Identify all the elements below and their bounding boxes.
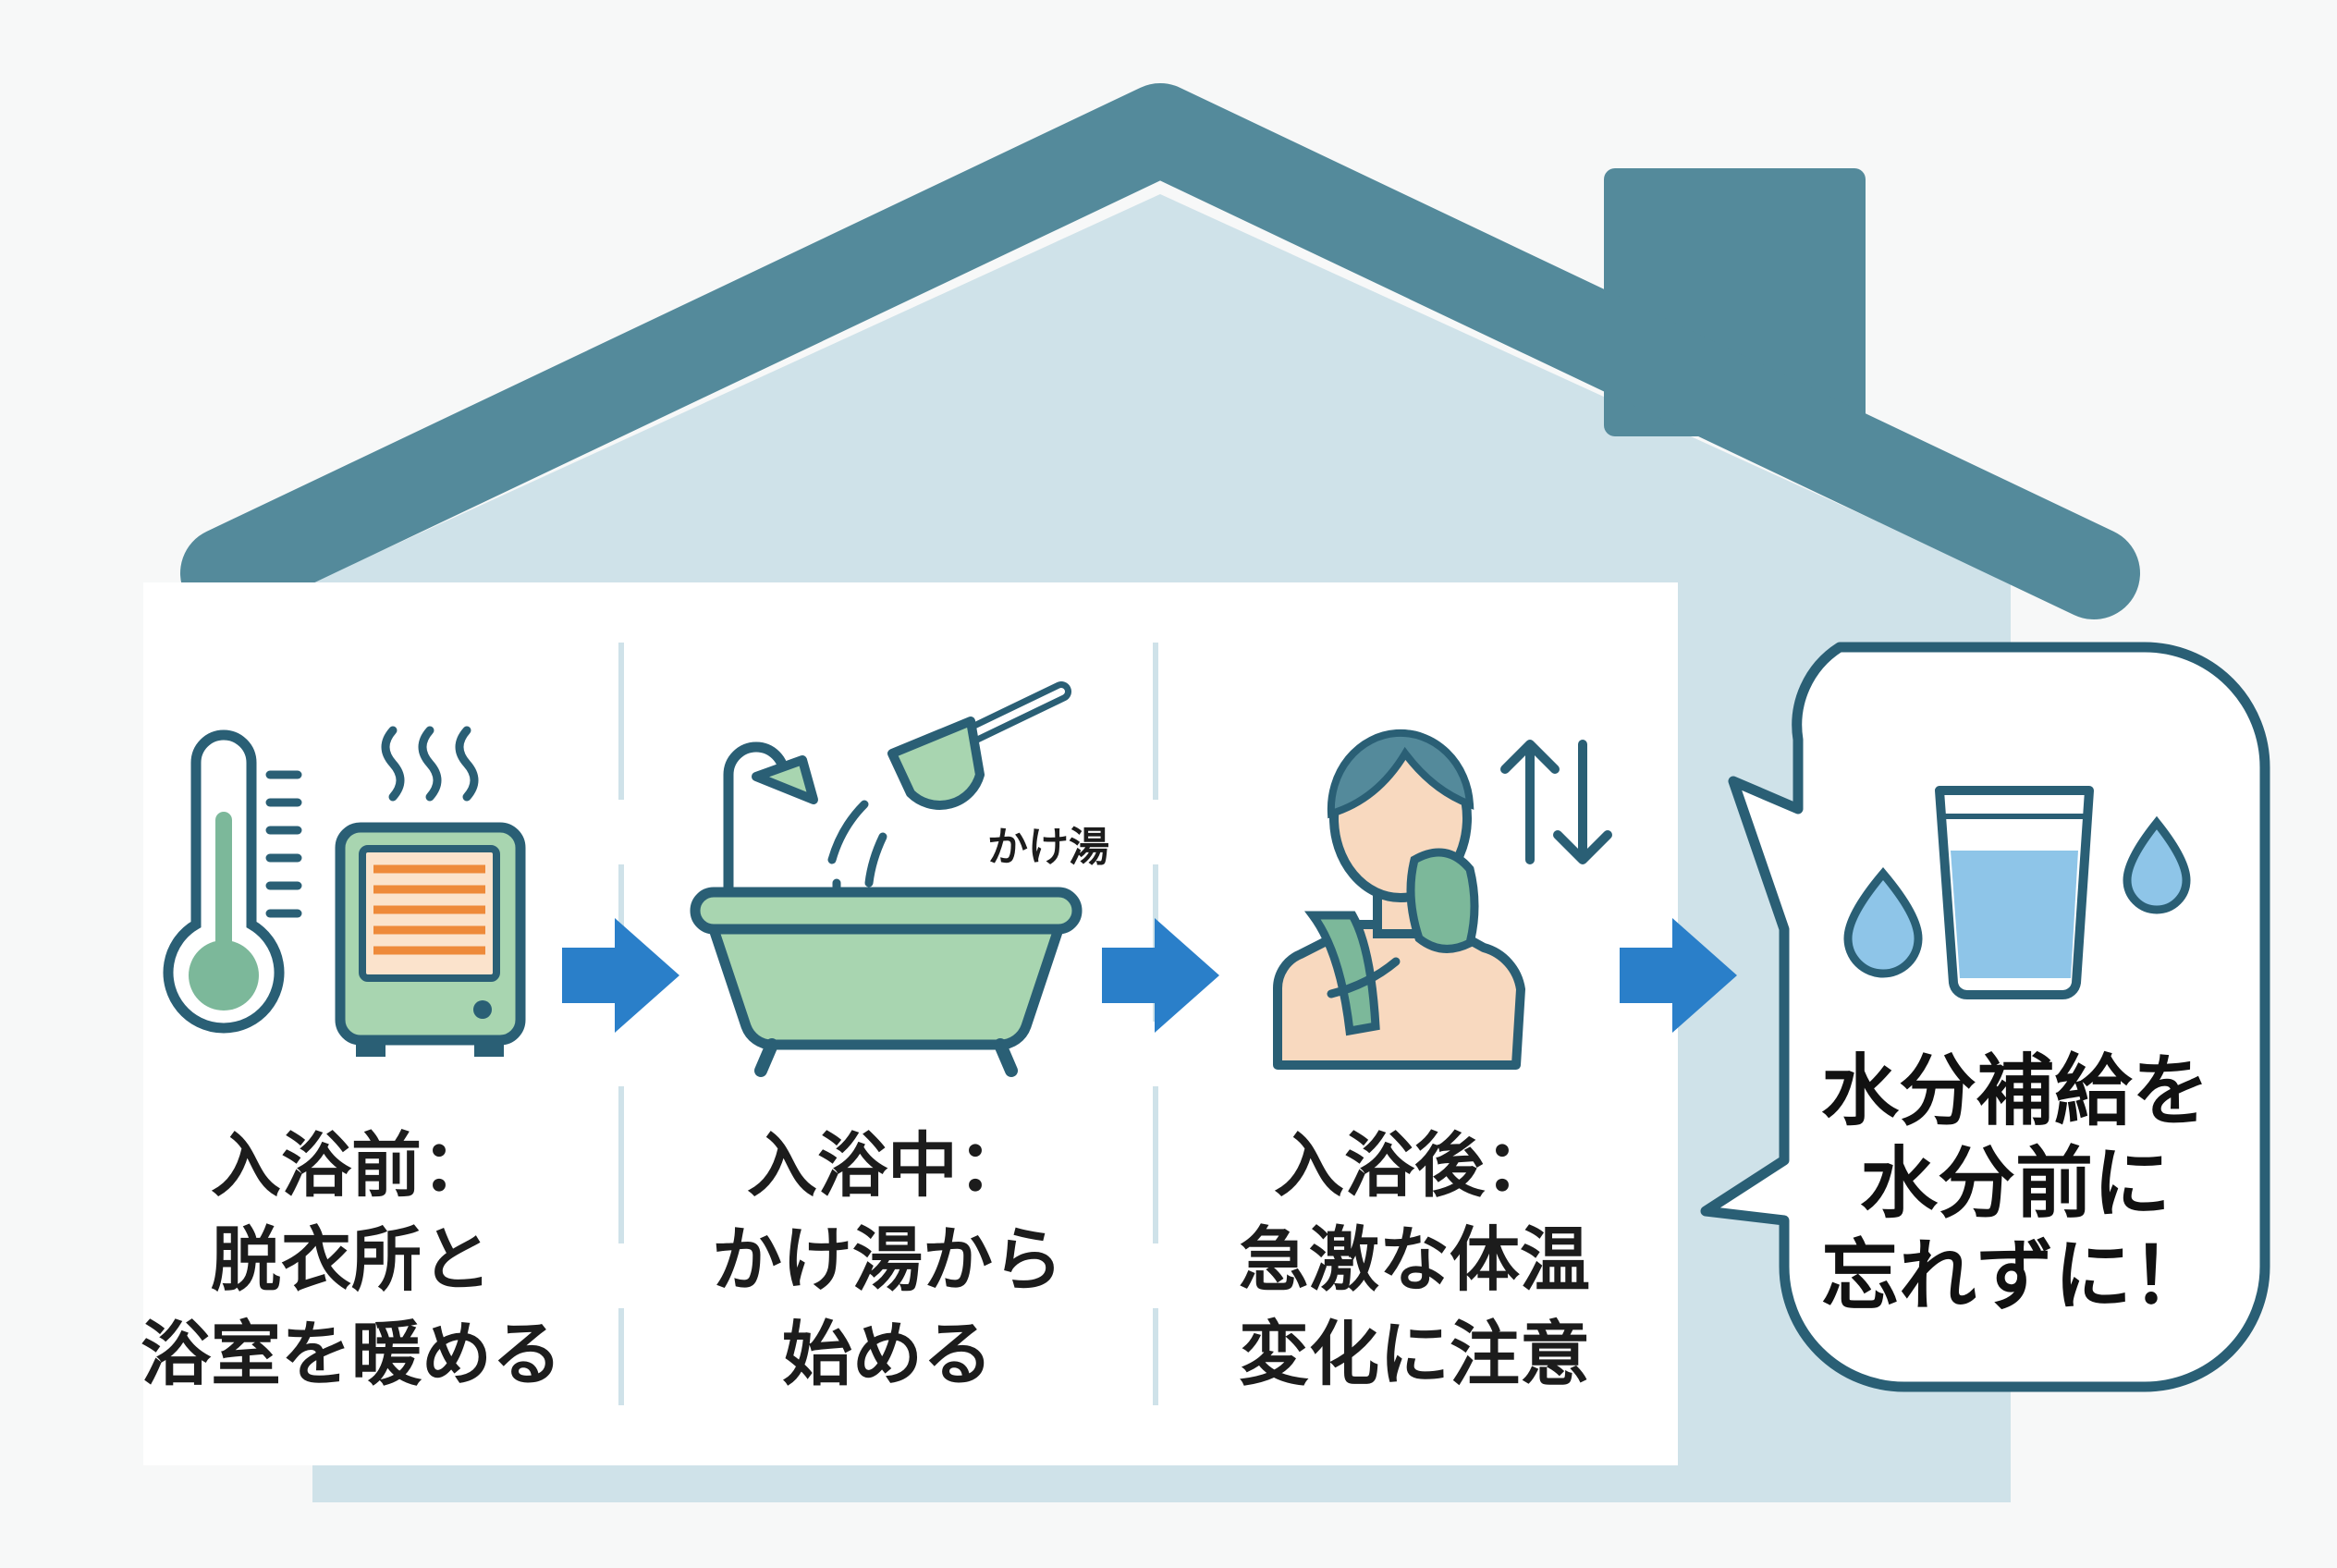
callout-bubble (1700, 642, 2270, 1392)
person-towel-icon (1273, 729, 1525, 1070)
water-drop-icon (2123, 815, 2191, 914)
step-text: 変化に注意 (1239, 1313, 1590, 1395)
step-title: 入浴中： (747, 1124, 1028, 1207)
roof (180, 83, 2140, 619)
flow-arrow-icon (1620, 918, 1737, 1033)
step-before-bath: 入浴前： 脱衣所と 浴室を暖める (92, 1119, 610, 1402)
step-text: かけ湯から (712, 1219, 1063, 1301)
step-during-bath: 入浴中： かけ湯から 始める (638, 1119, 1137, 1402)
callout-line: 水分前に (1859, 1138, 2171, 1229)
step-text: 始める (782, 1313, 993, 1395)
flow-arrow-icon (1102, 918, 1219, 1033)
heater-icon (335, 726, 526, 1057)
step-text: 脱衣所と (211, 1219, 492, 1301)
shower-icon (723, 741, 818, 907)
callout-line: 水分補給を (1820, 1046, 2209, 1136)
step-after-bath: 入浴後： 急激な体温 変化に注意 (1165, 1119, 1664, 1402)
bathtub-icon (690, 887, 1083, 1077)
step-title: 入浴前： (211, 1124, 492, 1207)
flow-arrow-icon (562, 918, 679, 1033)
step-text: 浴室を暖める (141, 1313, 562, 1395)
water-glass-icon (1935, 786, 2094, 1000)
up-down-arrows-icon (1500, 740, 1612, 864)
hydration-callout: 水分補給を 水分前に 忘れずに！ (1756, 1045, 2274, 1322)
step-text: 急激な体温 (1239, 1219, 1590, 1301)
thermometer-icon (163, 729, 302, 1034)
water-drop-icon (1843, 867, 1923, 978)
callout-line: 忘れずに！ (1820, 1231, 2209, 1321)
bath-scoop-note: かけ湯 (987, 824, 1109, 871)
step-title: 入浴後： (1274, 1124, 1555, 1207)
